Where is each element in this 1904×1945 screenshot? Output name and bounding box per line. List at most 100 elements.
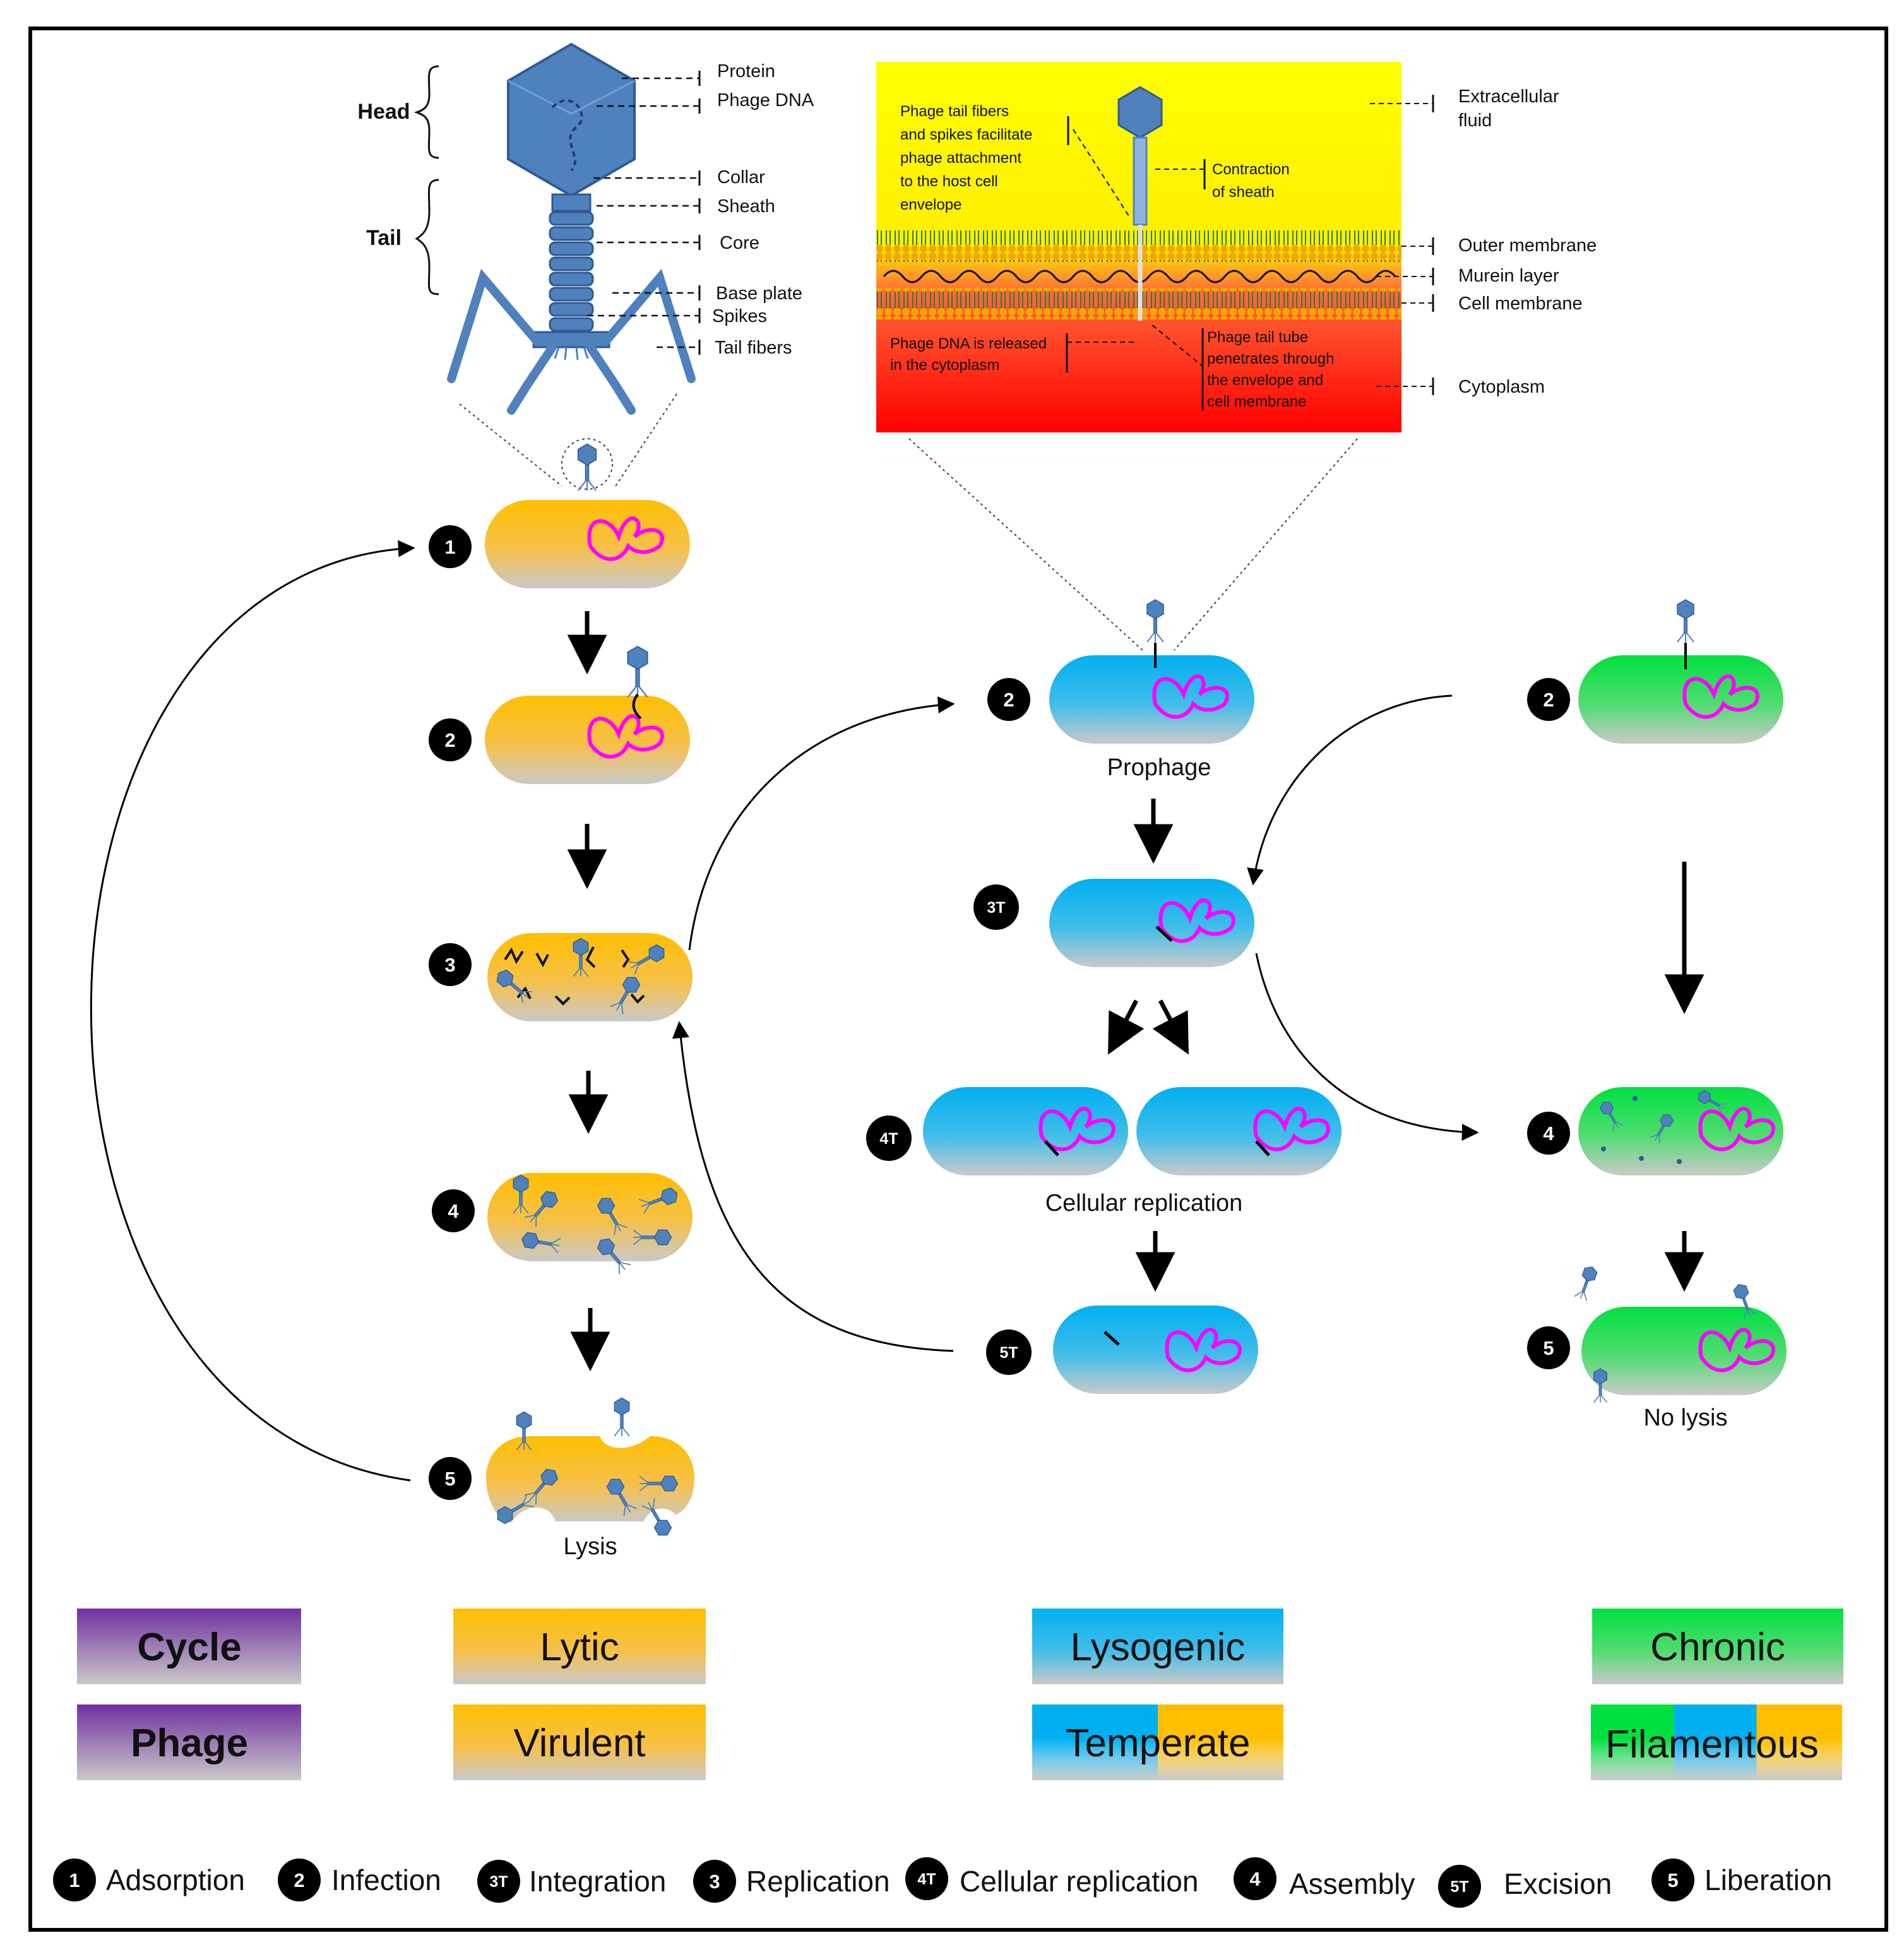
svg-text:5: 5 [444,1468,455,1490]
key-cellular-replication: 4T Cellular replication [905,1857,1198,1900]
step-badges: 1 2 3 4 5 2 3T 4T 5T 2 4 5 [429,525,1570,1500]
key-adsorption: 1 Adsorption [53,1859,245,1901]
chronic-cell-4 [1578,1087,1783,1175]
part-spikes: Spikes [712,306,767,326]
svg-text:3T: 3T [489,1873,508,1891]
inset-dna-release-line-2: in the cytoplasm [890,357,999,374]
key-infection: 2 Infection [278,1859,441,1901]
caption-prophage: Prophage [1107,754,1211,781]
svg-text:4T: 4T [917,1871,936,1888]
legend-virulent: Virulent [513,1722,645,1765]
inset-contraction-line-1: Contraction [1212,161,1290,178]
head-label: Head [357,100,410,124]
step-key: 1 Adsorption 2 Infection 3T Integration … [53,1857,1832,1908]
svg-text:5T: 5T [1450,1878,1468,1896]
diagram-frame [28,27,1888,1932]
part-protein: Protein [717,61,775,81]
part-core: Core [720,233,759,253]
inset-contraction-line-2: of sheath [1212,184,1275,201]
svg-text:3: 3 [444,954,455,976]
svg-text:5: 5 [1667,1869,1678,1891]
inset-attachment-line-5: envelope [900,196,961,213]
label-cell-membrane: Cell membrane [1458,294,1583,314]
svg-text:Adsorption: Adsorption [106,1864,245,1896]
chronic-cell-2 [1578,599,1783,744]
badge-lytic-4: 4 [432,1189,475,1232]
badge-chronic-5: 5 [1527,1326,1570,1369]
svg-text:Cellular replication: Cellular replication [960,1865,1198,1898]
label-extracellular-line-1: Extracellular [1458,86,1559,107]
part-collar: Collar [717,167,765,187]
legend-lysogenic: Lysogenic [1071,1626,1246,1669]
label-extracellular-line-2: fluid [1458,110,1492,131]
svg-text:3: 3 [709,1871,720,1893]
key-liberation: 5 Liberation [1651,1859,1832,1901]
integration-cell [1049,879,1254,967]
badge-temperate-4t: 4T [866,1115,912,1161]
key-assembly: 4 Assembly [1234,1857,1415,1900]
badge-lytic-3: 3 [429,943,472,986]
svg-text:Liberation: Liberation [1705,1864,1832,1896]
svg-text:2: 2 [1543,689,1554,711]
badge-chronic-2: 2 [1527,678,1570,721]
legend-temperate: Temperate [1066,1722,1251,1765]
prophage-cell [1049,599,1254,744]
excision-cell [1053,1306,1258,1394]
lysogenic-cycle-column: Prophage Cellular replication [923,599,1342,1394]
svg-text:4: 4 [448,1200,459,1222]
inset-penetration-line-1: Phage tail tube [1207,329,1308,346]
part-base-plate: Base plate [716,283,802,304]
lytic-cell-1 [485,443,690,588]
chronic-cell-5 [1574,1264,1787,1403]
part-phage-dna: Phage DNA [717,90,814,110]
badge-temperate-2: 2 [987,678,1030,721]
part-sheath: Sheath [717,196,775,217]
lytic-cell-2 [485,645,690,784]
color-legend: Cycle Phage Lytic Virulent Lysogenic Tem… [77,1609,1843,1780]
inset-penetration-line-2: penetrates through [1207,350,1334,367]
inset-dna-release-line-1: Phage DNA is released [890,335,1047,352]
svg-text:2: 2 [1003,689,1014,711]
key-integration: 3T Integration [477,1860,666,1903]
svg-text:5T: 5T [999,1344,1018,1362]
caption-cellular-replication: Cellular replication [1045,1190,1243,1216]
label-cytoplasm: Cytoplasm [1458,377,1545,397]
legend-chronic: Chronic [1650,1626,1785,1669]
caption-no-lysis: No lysis [1643,1405,1727,1431]
badge-chronic-4: 4 [1527,1112,1570,1155]
svg-text:4T: 4T [879,1130,898,1148]
part-tail-fibers: Tail fibers [715,338,792,358]
badge-temperate-3t: 3T [973,884,1019,930]
inset-attachment-line-3: phage attachment [900,150,1021,167]
legend-filamentous: Filamentous [1605,1723,1819,1766]
phage-anatomy-illustration: Head Tail Protein Phage DNA Collar Sheat… [357,42,814,490]
lytic-cell-3 [487,933,693,1021]
inset-attachment-line-4: to the host cell [900,173,998,190]
caption-lysis: Lysis [563,1533,617,1560]
svg-text:2: 2 [444,729,455,751]
badge-lytic-2: 2 [429,718,472,761]
lytic-cell-5-lysis [486,1397,694,1540]
tail-label: Tail [366,226,402,250]
inset-attachment-line-1: Phage tail fibers [900,103,1009,120]
legend-lytic: Lytic [540,1626,619,1669]
svg-text:2: 2 [294,1869,304,1891]
inset-penetration-line-3: the envelope and [1207,372,1323,389]
inset-attachment-line-2: and spikes facilitate [900,126,1032,143]
svg-text:Assembly: Assembly [1289,1867,1415,1900]
legend-phage: Phage [131,1722,248,1765]
chronic-cycle-column: No lysis [1574,599,1787,1431]
svg-text:3T: 3T [987,899,1005,917]
badge-lytic-5: 5 [429,1457,472,1500]
legend-cycle: Cycle [137,1626,241,1669]
svg-text:4: 4 [1543,1122,1554,1145]
svg-text:4: 4 [1249,1868,1261,1890]
daughter-cell-left [923,1087,1128,1175]
svg-text:5: 5 [1543,1337,1554,1359]
svg-text:1: 1 [444,536,455,558]
badge-temperate-5t: 5T [986,1329,1032,1375]
svg-text:Integration: Integration [529,1865,666,1898]
key-replication: 3 Replication [693,1860,890,1903]
inset-penetration-line-4: cell membrane [1207,393,1306,410]
